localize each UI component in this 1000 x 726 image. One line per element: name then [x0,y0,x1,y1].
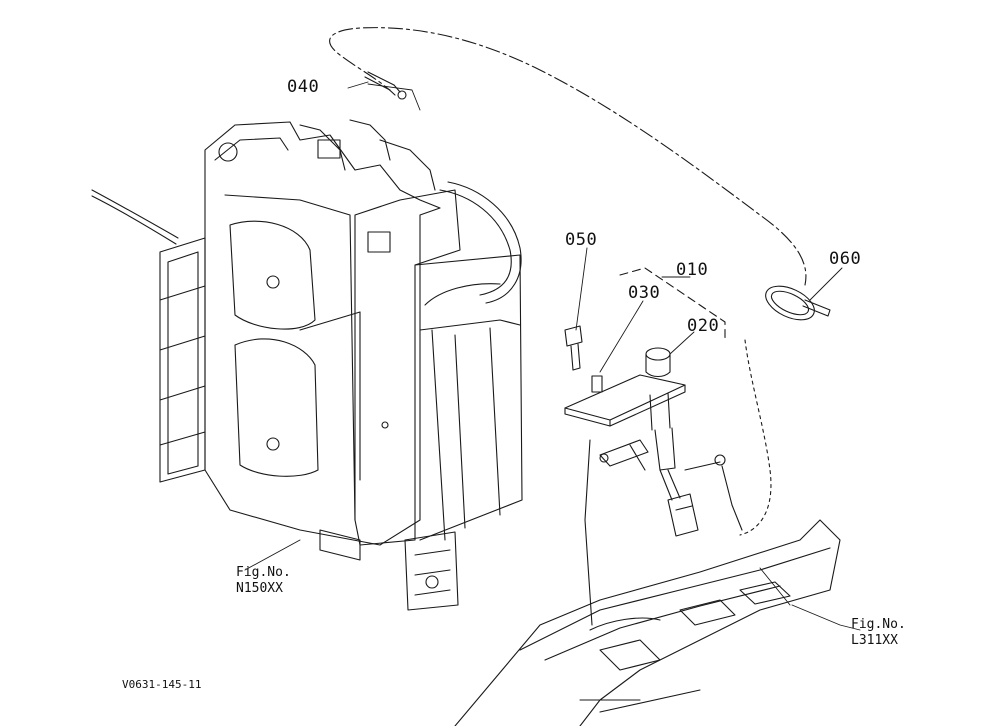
figure-ref-n150: Fig.No. N150XX [236,565,291,597]
figure-ref-l311-line2: L311XX [851,633,898,648]
console-base [454,519,841,726]
callout-050: 050 [565,230,598,250]
leader-lines [244,81,861,631]
figure-ref-l311-line1: Fig.No. [851,617,906,632]
figure-ref-l311: Fig.No. L311XX [851,617,906,649]
figure-ref-n150-line2: N150XX [236,581,283,596]
callout-060: 060 [829,249,862,269]
callout-010: 010 [676,260,709,280]
document-id: V0631-145-11 [122,678,202,691]
callout-030: 030 [628,283,661,303]
housing-assembly [91,119,523,611]
figure-ref-n150-line1: Fig.No. [236,565,291,580]
switch-assembly [564,267,743,626]
callout-040: 040 [287,77,320,97]
callout-020: 020 [687,316,720,336]
cable-routing [329,27,831,536]
